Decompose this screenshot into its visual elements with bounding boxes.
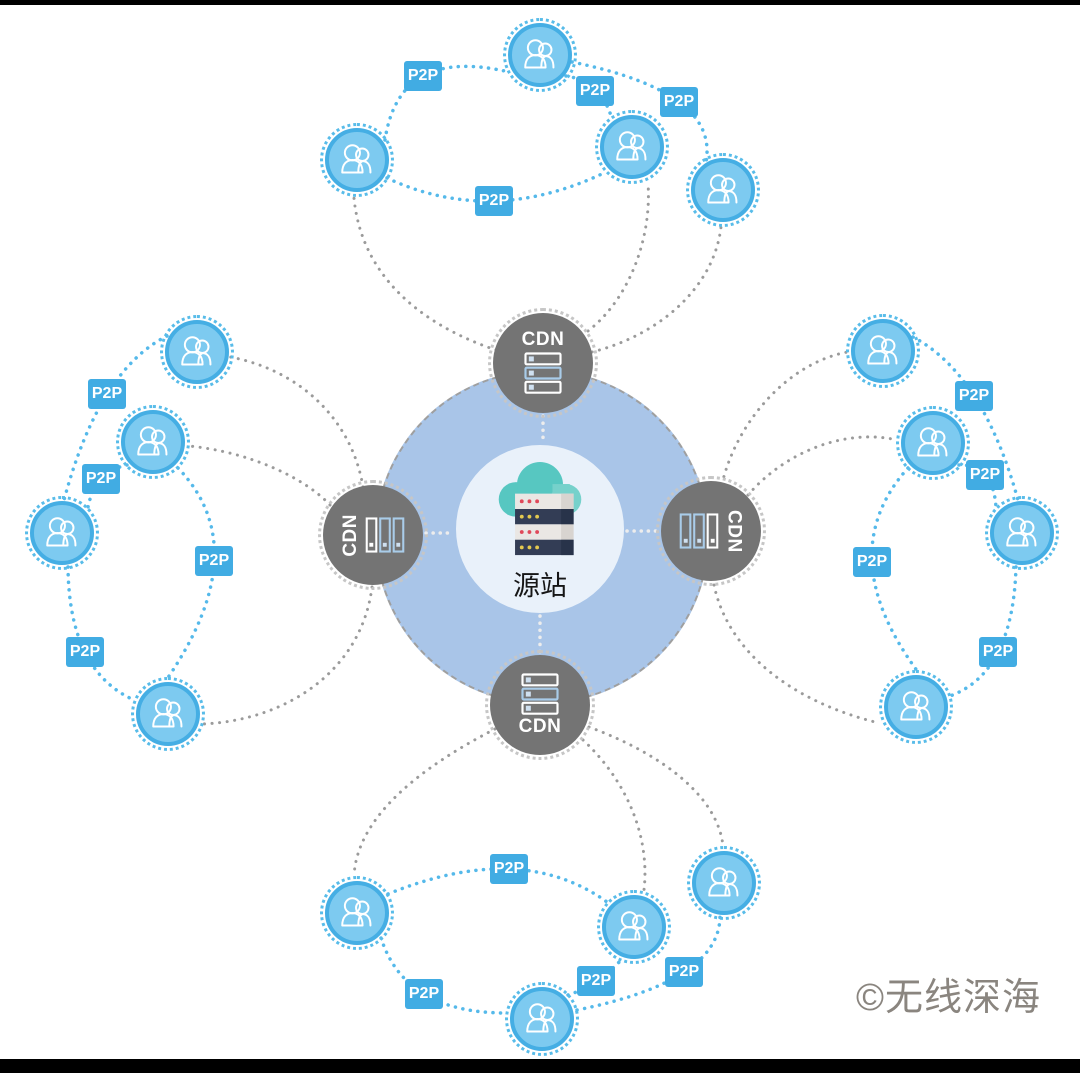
peer-node-bottom-1 — [320, 876, 394, 950]
top-border-bar — [0, 0, 1080, 5]
peer-node-left-2 — [116, 405, 190, 479]
p2p-badge: P2P — [405, 979, 443, 1009]
peer-node-bottom-2 — [597, 890, 671, 964]
cdn-node-left: CDN — [318, 480, 428, 590]
bottom-border-bar — [0, 1059, 1080, 1073]
p2p-badge: P2P — [195, 546, 233, 576]
peer-node-left-3 — [25, 496, 99, 570]
cdn-label: CDN — [339, 513, 361, 557]
cdn-label: CDN — [518, 716, 562, 738]
cdn-label: CDN — [521, 329, 565, 351]
users-icon — [336, 139, 378, 181]
peer-node-top-2 — [320, 123, 394, 197]
cdn-node-bottom: CDN — [485, 650, 595, 760]
server-rack-icon — [523, 351, 563, 396]
peer-node-left-1 — [160, 315, 234, 389]
peer-node-left-4 — [131, 677, 205, 751]
cdn-label: CDN — [723, 509, 745, 553]
p2p-badge: P2P — [576, 76, 614, 106]
p2p-badge: P2P — [490, 854, 528, 884]
origin-label: 源站 — [513, 571, 567, 601]
users-icon — [132, 421, 174, 463]
cdn-node-top: CDN — [488, 308, 598, 418]
peer-node-bottom-3 — [687, 846, 761, 920]
users-icon — [611, 126, 653, 168]
users-icon — [336, 892, 378, 934]
cdn-node-right: CDN — [656, 476, 766, 586]
cloud-server-icon — [492, 455, 588, 563]
users-icon — [895, 686, 937, 728]
peer-node-top-3 — [595, 110, 669, 184]
peer-node-right-1 — [846, 314, 920, 388]
server-towers-icon — [365, 515, 405, 555]
watermark: ©无线深海 — [856, 977, 1041, 1019]
users-icon — [521, 998, 563, 1040]
server-towers-icon — [679, 511, 719, 551]
p2p-badge: P2P — [88, 379, 126, 409]
peer-node-right-4 — [879, 670, 953, 744]
p2p-badge: P2P — [660, 87, 698, 117]
server-rack-icon — [520, 672, 560, 717]
peer-node-right-3 — [985, 496, 1059, 570]
p2p-badge: P2P — [955, 381, 993, 411]
p2p-badge: P2P — [404, 61, 442, 91]
users-icon — [1001, 512, 1043, 554]
p2p-badge: P2P — [475, 186, 513, 216]
p2p-badge: P2P — [665, 957, 703, 987]
p2p-badge: P2P — [853, 547, 891, 577]
users-icon — [147, 693, 189, 735]
p2p-badge: P2P — [577, 966, 615, 996]
p2p-badge: P2P — [82, 464, 120, 494]
peer-node-bottom-4 — [505, 982, 579, 1056]
peer-node-right-2 — [896, 406, 970, 480]
users-icon — [702, 169, 744, 211]
users-icon — [862, 330, 904, 372]
users-icon — [912, 422, 954, 464]
users-icon — [41, 512, 83, 554]
users-icon — [613, 906, 655, 948]
p2p-badge: P2P — [979, 637, 1017, 667]
p2p-badge: P2P — [66, 637, 104, 667]
users-icon — [176, 331, 218, 373]
users-icon — [519, 34, 561, 76]
peer-node-top-4 — [686, 153, 760, 227]
users-icon — [703, 862, 745, 904]
origin-site: 源站 — [456, 445, 624, 613]
p2p-badge: P2P — [966, 460, 1004, 490]
peer-node-top-1 — [503, 18, 577, 92]
